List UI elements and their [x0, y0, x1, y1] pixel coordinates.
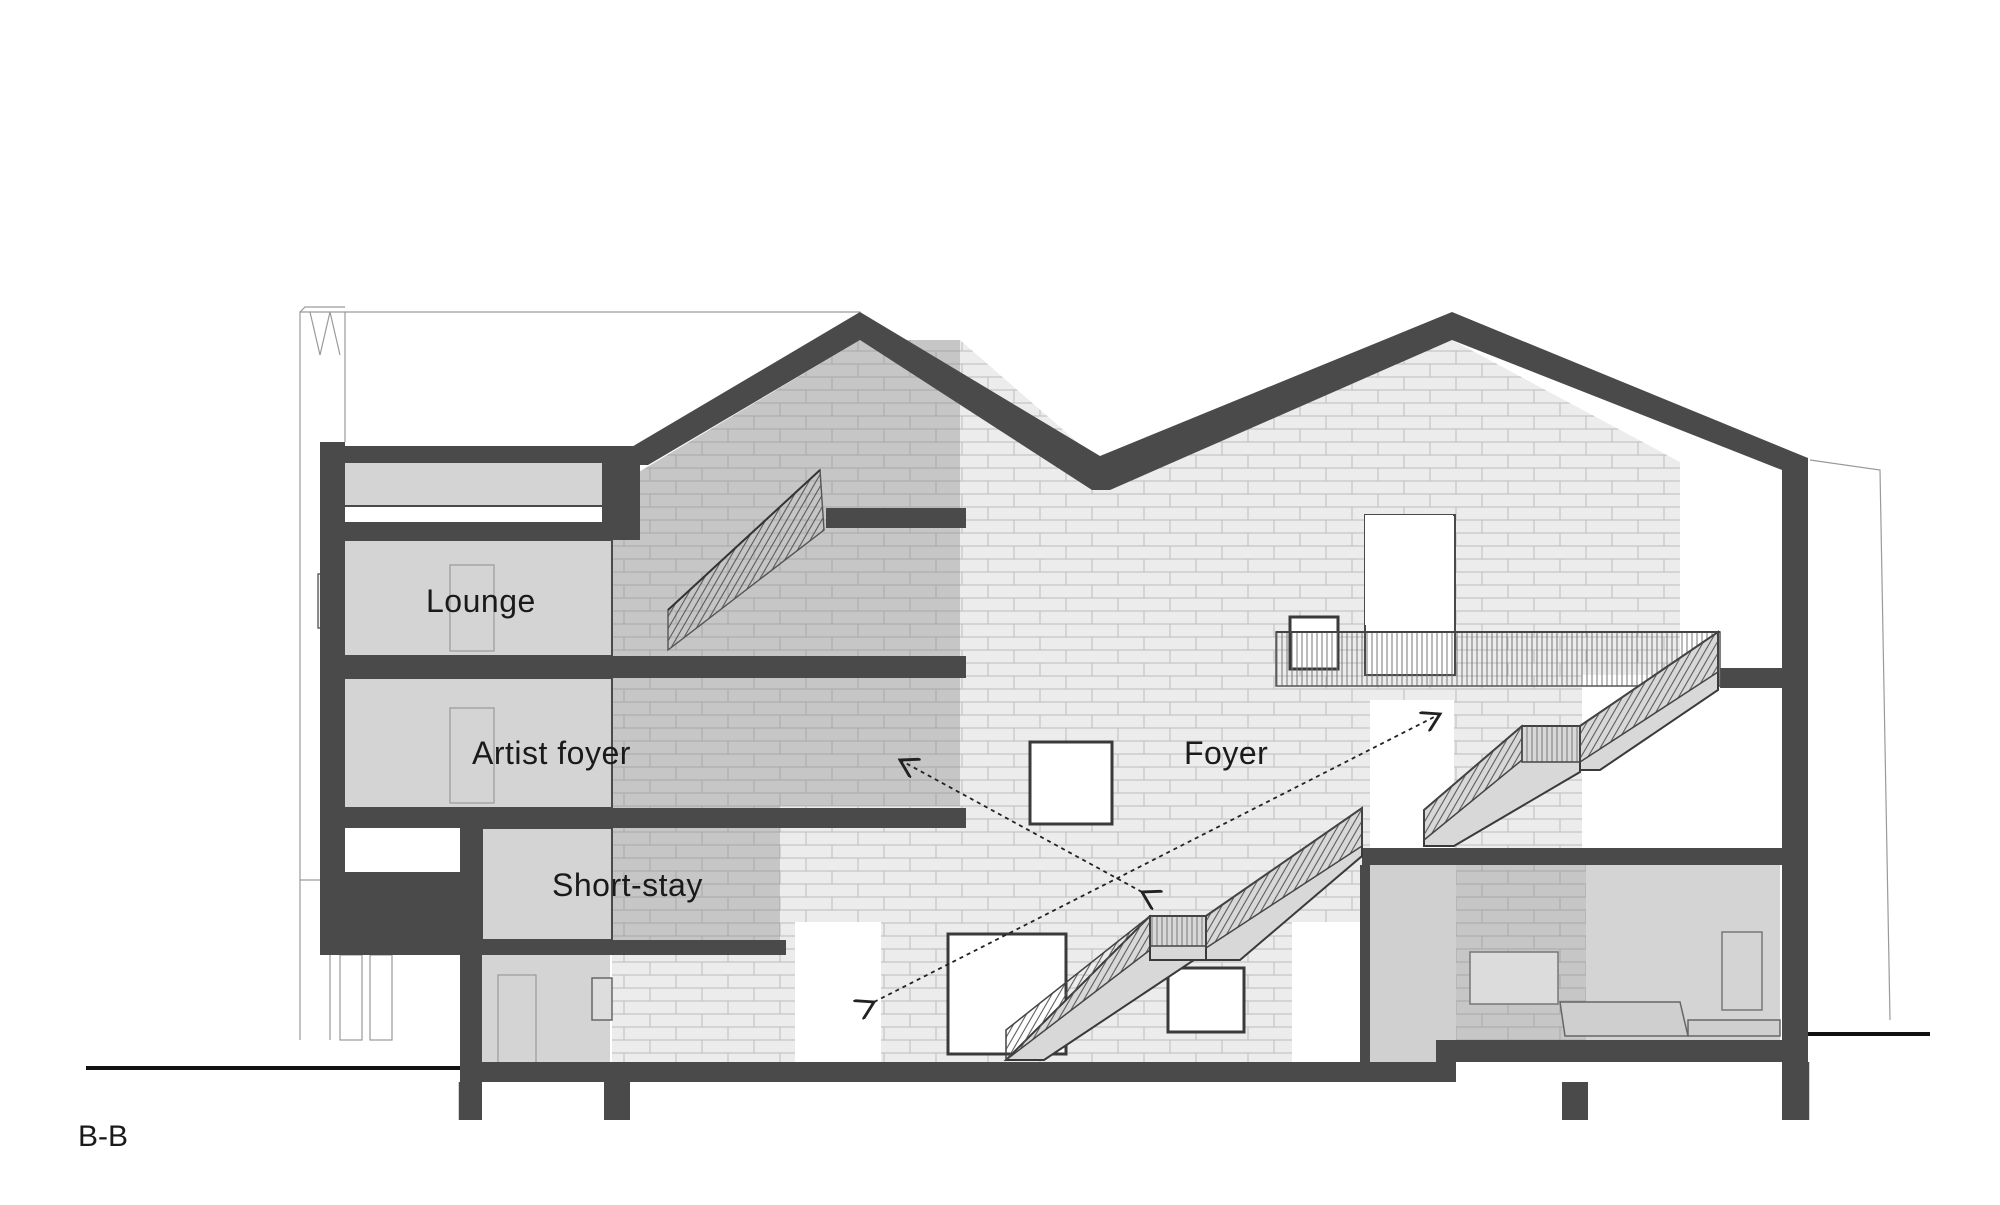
foyer-window-lower-right	[1166, 966, 1246, 1034]
attic-room	[339, 461, 606, 507]
ground-left-room	[482, 955, 610, 1065]
right-stair-lower	[1423, 724, 1581, 847]
foyer-window-upper	[1028, 740, 1114, 826]
structure	[320, 312, 1810, 1120]
label-artist-foyer: Artist foyer	[472, 735, 631, 771]
label-lounge: Lounge	[426, 583, 536, 619]
balcony-railing	[1275, 631, 1721, 687]
ground-line	[86, 1032, 1930, 1070]
neighbour-outline-right	[1809, 459, 1891, 1021]
lounge-room	[339, 539, 613, 657]
left-rooms	[339, 461, 613, 1066]
label-foyer: Foyer	[1184, 735, 1268, 771]
short-stay-room	[481, 827, 613, 941]
label-short-stay: Short-stay	[552, 867, 703, 903]
artist-foyer-room	[339, 677, 613, 809]
circulation-arrows	[874, 714, 1440, 1002]
section-label: B-B	[78, 1120, 128, 1153]
right-stair-upper	[1579, 630, 1719, 771]
upper-left-stair-railing	[667, 468, 825, 652]
